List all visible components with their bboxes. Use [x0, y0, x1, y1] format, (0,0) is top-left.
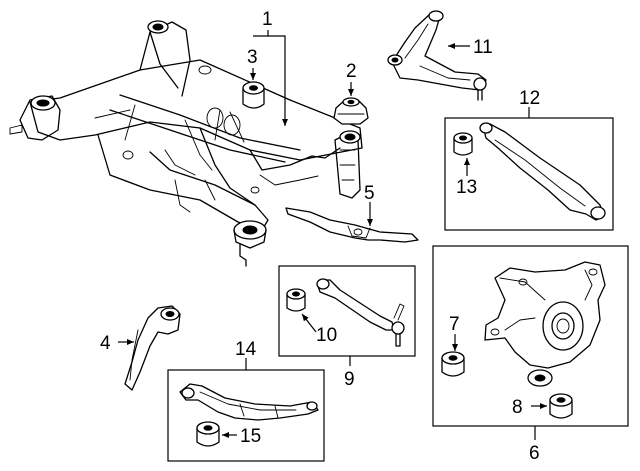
bushing-part-3[interactable] — [242, 81, 265, 109]
callout-8: 8 — [512, 397, 523, 418]
mount-part-2[interactable] — [333, 97, 369, 125]
callout-9: 9 — [344, 369, 355, 390]
box-part-14[interactable] — [167, 369, 325, 462]
bushing-part-8[interactable] — [549, 393, 573, 419]
bushing-part-15[interactable] — [196, 421, 220, 447]
callout-labels: 1 2 3 4 5 6 7 8 9 10 11 12 13 14 15 — [100, 9, 540, 464]
callout-13: 13 — [456, 177, 477, 198]
callout-14: 14 — [235, 339, 257, 360]
bushing-part-13[interactable] — [453, 132, 473, 156]
box-part-12[interactable] — [444, 117, 614, 231]
callout-12: 12 — [519, 88, 540, 109]
box-part-6[interactable] — [432, 245, 629, 427]
trailing-arm[interactable] — [479, 122, 606, 221]
callout-1: 1 — [262, 9, 273, 30]
callout-3: 3 — [247, 47, 258, 68]
callout-11: 11 — [473, 37, 493, 58]
stabilizer-bracket-part-5[interactable] — [285, 207, 419, 243]
subframe-crossmember[interactable] — [9, 20, 363, 267]
callout-10: 10 — [316, 325, 337, 346]
toe-link-rod[interactable] — [316, 278, 405, 347]
bushing-part-10[interactable] — [286, 288, 306, 312]
lateral-link-part-4[interactable] — [124, 305, 181, 391]
bushing-part-7[interactable] — [441, 351, 465, 377]
callout-2: 2 — [346, 61, 357, 82]
callout-7: 7 — [449, 314, 460, 335]
upper-control-arm-part-11[interactable] — [387, 10, 487, 101]
lower-control-arm[interactable] — [179, 383, 319, 421]
callout-5: 5 — [364, 183, 375, 204]
callout-4: 4 — [100, 333, 111, 354]
callout-15: 15 — [240, 426, 261, 447]
leader-lines — [118, 30, 547, 440]
rear-knuckle[interactable] — [484, 261, 606, 387]
callout-6: 6 — [529, 443, 540, 464]
box-part-9[interactable] — [278, 265, 416, 357]
